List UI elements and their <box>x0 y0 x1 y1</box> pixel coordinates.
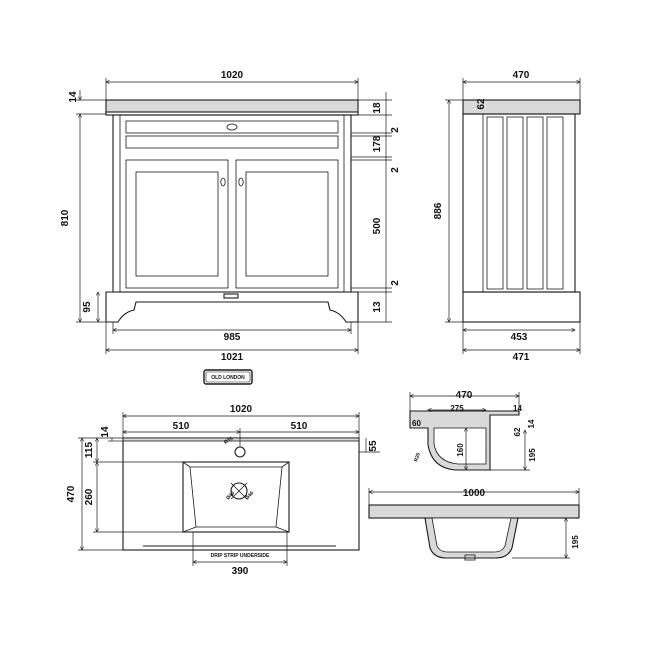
side-panel-outer <box>482 113 576 293</box>
front-carcass <box>112 114 352 293</box>
dim-side-depth-top: 470 <box>513 70 530 81</box>
basin-section-front: 1000 195 <box>368 488 580 561</box>
section-front-top <box>368 504 580 519</box>
front-drawer <box>125 135 339 149</box>
dim-plan-tap-to-bowl: 115 <box>84 441 95 458</box>
dim-section-total-h: 195 <box>528 448 537 462</box>
dim-plan-half-right: 510 <box>291 421 308 432</box>
dim-section-front-height: 195 <box>571 535 580 549</box>
overflow-icon <box>226 123 238 131</box>
tap-hole-label: Ø35 <box>223 436 234 446</box>
dim-section-edge-c: 14 <box>527 419 536 428</box>
side-plinth <box>462 291 581 323</box>
plan-bowl-outer <box>182 461 290 533</box>
dim-section-left: 60 <box>412 419 421 428</box>
section-front-waste <box>464 554 476 561</box>
dim-plan-width: 1020 <box>230 404 253 415</box>
left-knob-icon <box>220 177 226 187</box>
plan-bowl-inner <box>189 466 283 528</box>
left-door-panel <box>135 171 219 277</box>
plan-back-edge <box>122 437 360 442</box>
section-side-bowl <box>433 427 487 465</box>
waste-label-a: Ø46 <box>225 490 236 501</box>
dim-plan-bowl-width: 390 <box>232 566 249 577</box>
right-door <box>235 159 339 289</box>
basin-plan: Ø35 Ø46 Ø46 DRIP STRIP UNDERSIDE 1020 51… <box>66 404 380 577</box>
front-frame <box>119 114 345 293</box>
dim-side-plinth-depth: 453 <box>511 332 528 343</box>
front-plinth <box>105 291 359 323</box>
side-carcass <box>462 113 576 293</box>
dim-section-edge-b: 62 <box>513 427 522 436</box>
dim-plan-bowl-depth: 260 <box>84 488 95 505</box>
waste-label-b: Ø46 <box>244 490 255 501</box>
dim-front-plinth-height: 95 <box>82 301 93 313</box>
front-view: 1020 985 1021 810 14 95 18 2 178 2 5 <box>60 70 401 363</box>
side-panel-2 <box>506 116 524 290</box>
side-panel-3 <box>526 116 544 290</box>
dim-plan-edge: 14 <box>100 426 111 438</box>
dim-section-bowl-h: 160 <box>456 443 465 457</box>
waste-icon <box>230 482 248 500</box>
side-view: 470 886 62 453 471 <box>433 70 580 363</box>
dim-front-width-top: 1020 <box>221 70 244 81</box>
dim-front-top-thickness: 14 <box>68 91 79 103</box>
dim-side-depth-bottom: 471 <box>513 352 530 363</box>
dim-section-inner: 275 <box>450 404 464 413</box>
dim-section-radius: R20 <box>413 452 422 463</box>
tap-hole-icon <box>234 446 246 458</box>
dim-front-width-bottom: 1021 <box>221 352 244 363</box>
dim-section-depth: 470 <box>456 390 473 401</box>
front-fascia <box>125 120 339 134</box>
left-door <box>125 159 229 289</box>
dim-front-plinth-width: 985 <box>224 332 241 343</box>
brand-logo: OLD LONDON <box>203 369 253 385</box>
dim-section-edge-a: 14 <box>513 404 522 413</box>
plinth-vent <box>223 293 239 299</box>
dim-right-3: 178 <box>372 135 383 152</box>
dim-plan-depth: 470 <box>66 485 77 502</box>
logo-text: OLD LONDON <box>211 375 245 381</box>
section-front-bowl-inner <box>431 517 512 553</box>
dim-right-2: 2 <box>390 127 401 133</box>
basin-section-side: 470 275 60 14 62 14 160 195 R20 <box>410 390 537 470</box>
dim-right-6: 2 <box>390 280 401 286</box>
plan-outline <box>122 437 360 551</box>
right-door-panel <box>245 171 329 277</box>
drip-strip-note: DRIP STRIP UNDERSIDE <box>211 553 270 559</box>
dim-plan-half-left: 510 <box>173 421 190 432</box>
side-panel-4 <box>546 116 564 290</box>
dim-right-7: 13 <box>372 301 383 313</box>
dim-right-5: 500 <box>372 217 383 234</box>
right-knob-icon <box>238 177 244 187</box>
dim-plan-tap-offset: 55 <box>368 440 379 452</box>
dim-side-height: 886 <box>433 202 444 219</box>
dim-side-top-thickness: 62 <box>476 98 487 110</box>
side-panel-1 <box>486 116 504 290</box>
dim-front-height: 810 <box>60 209 71 226</box>
dim-section-front-width: 1000 <box>463 488 486 499</box>
dim-right-1: 18 <box>372 102 383 114</box>
dim-right-4: 2 <box>390 167 401 173</box>
